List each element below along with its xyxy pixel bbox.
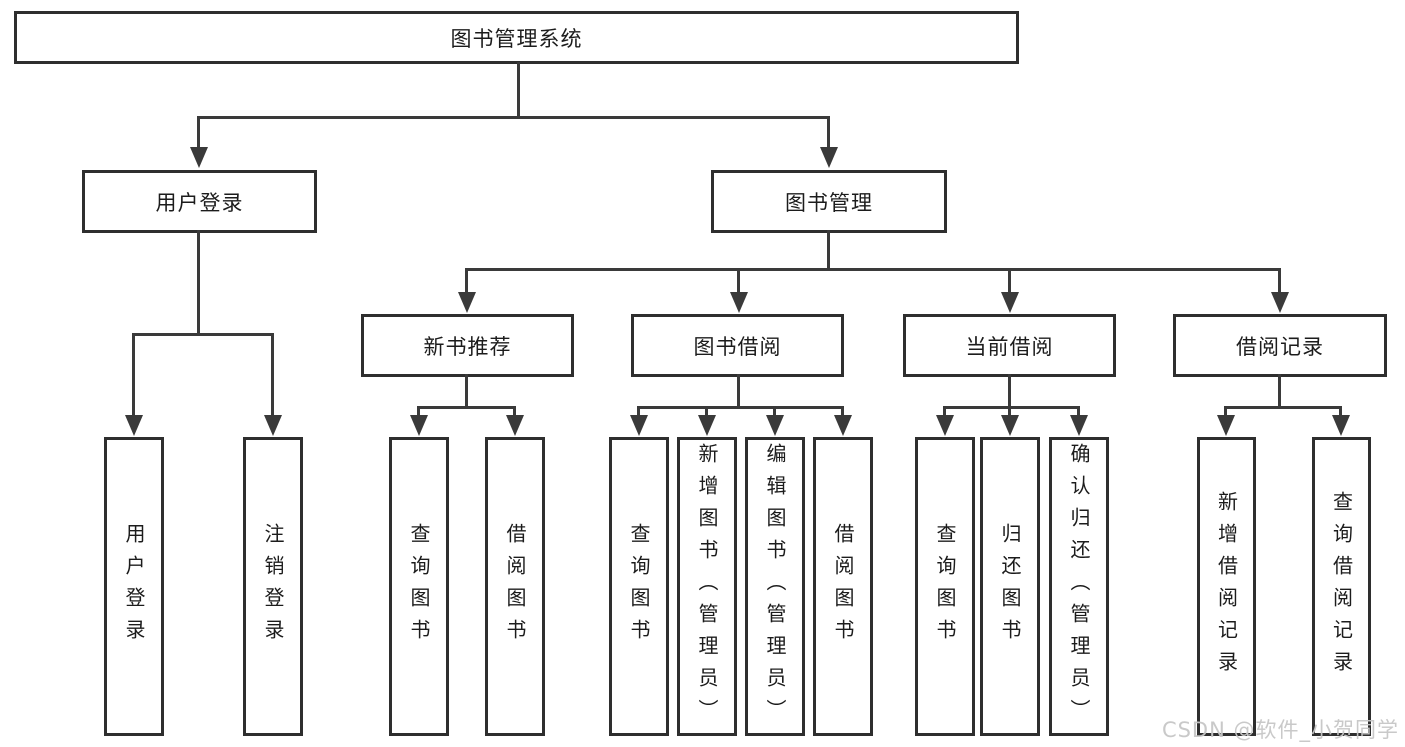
node-label: 借阅记录: [1236, 334, 1324, 359]
arrow-down-icon: [629, 407, 648, 436]
arrow-down-icon: [1000, 269, 1019, 313]
node-borrow-books-recommend: 借阅图书: [485, 437, 545, 736]
arrow-down-icon: [697, 407, 716, 436]
arrow-down-icon: [189, 117, 208, 168]
arrow-down-icon: [124, 334, 143, 436]
node-label: 图书管理系统: [450, 26, 583, 51]
node-label: 查询图书: [407, 522, 431, 651]
node-book-management: 图书管理: [711, 170, 947, 233]
arrow-down-icon: [1000, 407, 1019, 436]
node-label: 借阅图书: [831, 522, 855, 651]
node-label: 用户登录: [155, 190, 244, 215]
arrow-down-icon: [263, 334, 282, 436]
connector-line: [465, 374, 468, 408]
arrow-down-icon: [1331, 407, 1350, 436]
node-label: 查询借阅记录: [1329, 490, 1354, 683]
node-label: 图书借阅: [693, 334, 782, 359]
node-user-login-action: 用户登录: [104, 437, 164, 736]
connector-line: [827, 230, 830, 270]
arrow-down-icon: [833, 407, 852, 436]
node-label: 归还图书: [998, 522, 1022, 651]
node-query-books-recommend: 查询图书: [389, 437, 449, 736]
node-borrowing-records: 借阅记录: [1173, 314, 1387, 377]
node-borrow-books-borrowing: 借阅图书: [813, 437, 873, 736]
connector-line: [197, 230, 200, 335]
csdn-watermark: CSDN @软件_小贺同学: [1161, 718, 1399, 742]
connector-line: [1008, 374, 1011, 408]
node-add-books-admin: 新增图书（管理员）: [677, 437, 737, 736]
connector-line: [465, 268, 1281, 271]
connector-line: [737, 374, 740, 408]
node-label: 用户登录: [122, 522, 146, 651]
node-query-books-borrowing: 查询图书: [609, 437, 669, 736]
node-label: 当前借阅: [965, 334, 1054, 359]
node-label: 图书管理: [785, 190, 873, 215]
node-edit-books-admin: 编辑图书（管理员）: [745, 437, 805, 736]
connector-line: [943, 406, 1080, 409]
arrow-down-icon: [409, 407, 428, 436]
connector-line: [1224, 406, 1342, 409]
node-book-borrowing: 图书借阅: [631, 314, 844, 377]
node-new-book-recommendation: 新书推荐: [361, 314, 574, 377]
node-label: 新增图书（管理员）: [695, 442, 719, 731]
node-user-login: 用户登录: [82, 170, 317, 233]
node-query-books-current: 查询图书: [915, 437, 975, 736]
connector-line: [637, 406, 844, 409]
node-label: 新增借阅记录: [1214, 490, 1239, 683]
node-label: 新书推荐: [423, 334, 512, 359]
node-label: 查询图书: [627, 522, 651, 651]
node-label: 确认归还（管理员）: [1067, 442, 1091, 731]
node-add-borrow-record: 新增借阅记录: [1197, 437, 1256, 736]
connector-line: [132, 333, 274, 336]
node-label: 查询图书: [933, 522, 957, 651]
connector-line: [517, 62, 520, 118]
arrow-down-icon: [935, 407, 954, 436]
connector-line: [197, 116, 830, 119]
arrow-down-icon: [505, 407, 524, 436]
node-logout: 注销登录: [243, 437, 303, 736]
arrow-down-icon: [457, 269, 476, 313]
arrow-down-icon: [1069, 407, 1088, 436]
node-current-borrowing: 当前借阅: [903, 314, 1116, 377]
arrow-down-icon: [819, 117, 838, 168]
arrow-down-icon: [1270, 269, 1289, 313]
node-library-management-system: 图书管理系统: [14, 11, 1019, 64]
node-label: 编辑图书（管理员）: [763, 442, 787, 731]
node-label: 注销登录: [261, 522, 285, 651]
node-return-books: 归还图书: [980, 437, 1040, 736]
connector-line: [1278, 374, 1281, 408]
node-confirm-return-admin: 确认归还（管理员）: [1049, 437, 1109, 736]
node-label: 借阅图书: [503, 522, 527, 651]
arrow-down-icon: [729, 269, 748, 313]
node-query-borrow-record: 查询借阅记录: [1312, 437, 1371, 736]
arrow-down-icon: [1216, 407, 1235, 436]
connector-line: [417, 406, 516, 409]
arrow-down-icon: [765, 407, 784, 436]
